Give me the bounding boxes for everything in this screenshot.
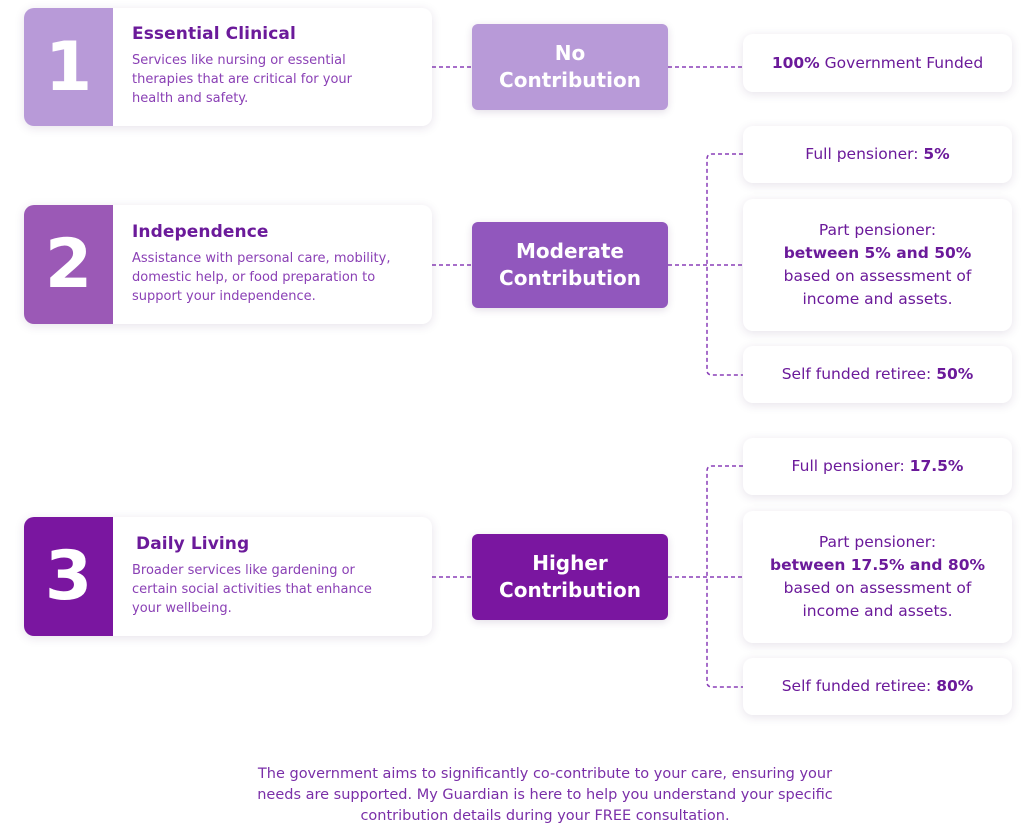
rate-label: Part pensioner: (818, 221, 937, 239)
category-card-independence: 2 Independence Assistance with personal … (24, 205, 432, 324)
rate-label: Self funded retiree: (781, 365, 937, 383)
contribution-line2: Contribution (499, 578, 641, 602)
rate-note: based on assessment of (783, 579, 972, 597)
rate-value: between 5% and 50% (783, 244, 972, 262)
rate-note: income and assets. (802, 290, 953, 308)
contribution-box-none: No Contribution (472, 24, 668, 110)
rate-value: 100% (771, 53, 820, 72)
rate-value: 5% (923, 145, 950, 163)
rate-label: Full pensioner: (805, 145, 924, 163)
rate-value: 50% (936, 365, 974, 383)
rate-label: Self funded retiree: (781, 677, 937, 695)
rate-card-part-pensioner: Part pensioner: between 17.5% and 80% ba… (743, 511, 1012, 643)
category-title: Essential Clinical (132, 24, 296, 44)
rate-card-self-funded: Self funded retiree: 50% (743, 346, 1012, 403)
category-number: 2 (24, 205, 113, 324)
footer-note: The government aims to significantly co-… (200, 764, 890, 827)
rate-label: Government Funded (819, 53, 984, 72)
rate-note: income and assets. (802, 602, 953, 620)
footer-line: contribution details during your FREE co… (360, 808, 730, 824)
contribution-line2: Contribution (499, 266, 641, 290)
rate-label: Full pensioner: (791, 457, 910, 475)
contribution-line1: Moderate (515, 239, 624, 263)
rate-card-full-pensioner: Full pensioner: 17.5% (743, 438, 1012, 495)
rate-value: 17.5% (909, 457, 964, 475)
category-number: 3 (24, 517, 113, 636)
category-description: Services like nursing or essential thera… (132, 53, 353, 106)
contribution-line2: Contribution (499, 68, 641, 92)
category-number: 1 (24, 8, 113, 126)
footer-line: The government aims to significantly co-… (257, 766, 833, 782)
category-description: Assistance with personal care, mobility,… (132, 251, 391, 304)
rate-value: 80% (936, 677, 974, 695)
contribution-box-moderate: Moderate Contribution (472, 222, 668, 308)
contribution-box-higher: Higher Contribution (472, 534, 668, 620)
category-card-essential-clinical: 1 Essential Clinical Services like nursi… (24, 8, 432, 126)
rate-card-full-pensioner: Full pensioner: 5% (743, 126, 1012, 183)
rate-card-part-pensioner: Part pensioner: between 5% and 50% based… (743, 199, 1012, 331)
rate-card-government-funded: 100% Government Funded (743, 34, 1012, 92)
rate-label: Part pensioner: (818, 533, 937, 551)
contribution-line1: Higher (532, 551, 608, 575)
rate-note: based on assessment of (783, 267, 972, 285)
category-card-daily-living: 3 Daily Living Broader services like gar… (24, 517, 432, 636)
category-description: Broader services like gardening or certa… (132, 563, 372, 616)
category-title: Independence (132, 222, 269, 242)
rate-card-self-funded: Self funded retiree: 80% (743, 658, 1012, 715)
category-title: Daily Living (136, 534, 250, 554)
contribution-line1: No (554, 41, 586, 65)
footer-line: needs are supported. My Guardian is here… (257, 787, 833, 803)
rate-value: between 17.5% and 80% (769, 556, 986, 574)
